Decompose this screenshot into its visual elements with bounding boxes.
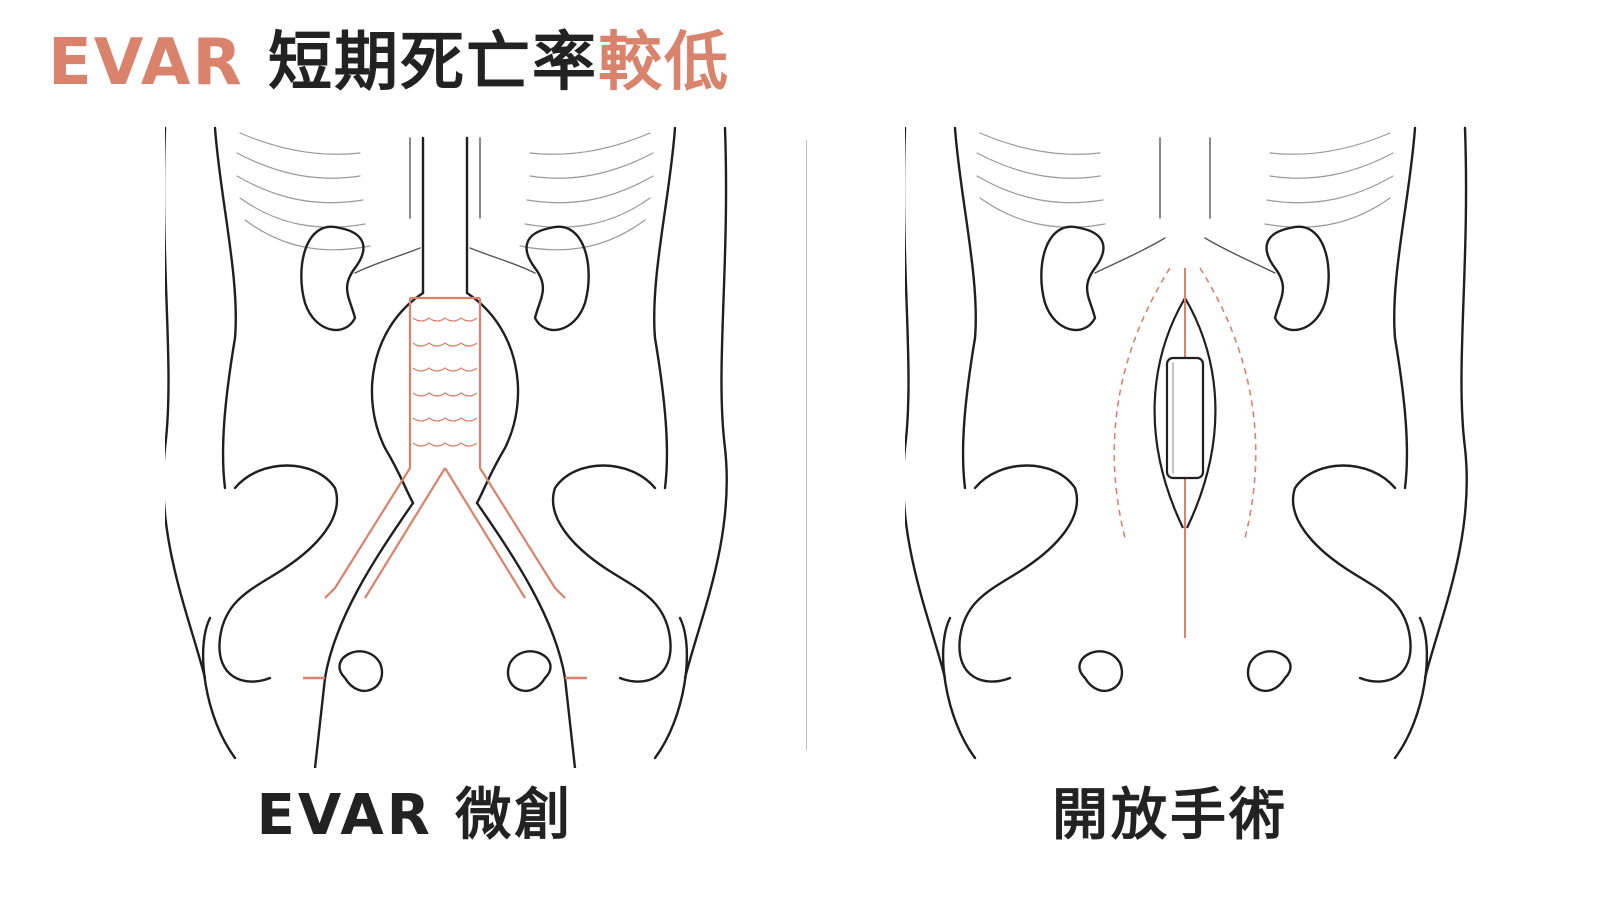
obturator-right <box>506 650 552 692</box>
open-surgery-body-svg <box>905 126 1468 760</box>
torso-inner-right <box>1393 126 1417 490</box>
torso-inner-right <box>653 126 677 490</box>
femur-right <box>653 616 689 760</box>
caption-evar: EVAR 微創 <box>256 783 574 848</box>
pelvis-right <box>552 464 672 683</box>
renal-artery-right <box>1204 237 1276 274</box>
ribs <box>976 132 1394 228</box>
page-title: EVAR 短期死亡率較低 <box>48 28 730 98</box>
torso-outline-right <box>1423 126 1468 680</box>
pelvis-left <box>958 464 1078 683</box>
open-surgery-illustration <box>905 118 1505 768</box>
title-lower: 較低 <box>598 26 730 100</box>
kidney-left <box>1040 225 1105 332</box>
kidney-left <box>300 225 365 332</box>
title-mortality: 短期死亡率 <box>268 26 598 100</box>
title-evar: EVAR <box>48 26 244 100</box>
torso-outline-left <box>165 126 207 680</box>
renal-artery-right <box>469 247 536 274</box>
spine-top <box>409 137 481 219</box>
kidney-right <box>1265 225 1330 332</box>
evar-illustration <box>165 118 765 768</box>
panel-divider <box>806 140 807 750</box>
renal-artery-left <box>1094 237 1166 274</box>
ribs <box>236 132 654 251</box>
pelvis-left <box>218 464 338 683</box>
iliac-right <box>475 501 577 768</box>
obturator-right <box>1246 650 1292 692</box>
femur-left <box>201 616 237 760</box>
torso-inner-left <box>213 126 237 490</box>
caption-open-surgery: 開放手術 <box>1052 783 1288 848</box>
obturator-left <box>1078 650 1124 692</box>
kidney-right <box>525 225 590 332</box>
femur-left <box>941 616 977 760</box>
open-graft <box>1165 356 1205 480</box>
torso-outline-left <box>905 126 947 680</box>
torso-outline-right <box>683 126 728 680</box>
obturator-left <box>338 650 384 692</box>
femur-right <box>1393 616 1429 760</box>
iliac-left <box>313 501 415 768</box>
evar-body-svg <box>165 126 728 768</box>
renal-artery-left <box>354 247 421 274</box>
spine-top <box>1159 137 1211 219</box>
pelvis-right <box>1292 464 1412 683</box>
aneurysm-sac <box>370 291 520 505</box>
torso-inner-left <box>953 126 977 490</box>
stent-graft <box>324 296 566 599</box>
